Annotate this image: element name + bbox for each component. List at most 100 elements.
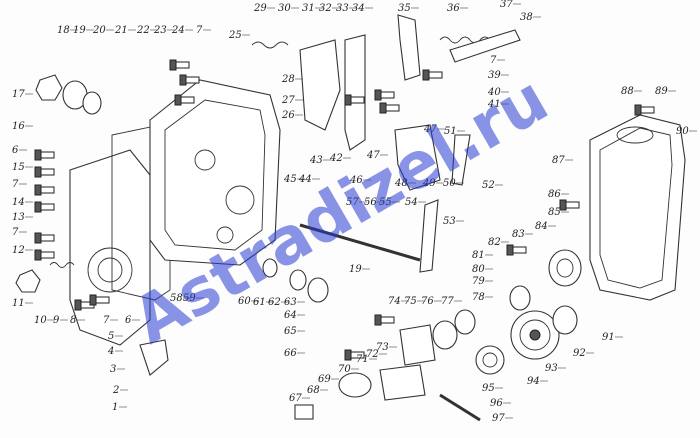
nut-11	[15, 269, 41, 293]
bolt-head	[169, 59, 177, 71]
bolt	[39, 251, 55, 259]
callout-label: 84	[535, 221, 548, 232]
callout-label: 92	[573, 348, 586, 359]
bolt-head	[179, 74, 187, 86]
callout-label: 79	[472, 276, 485, 287]
callout-label: 26	[281, 110, 295, 121]
callout-label: 62	[268, 297, 281, 308]
bolt	[384, 104, 400, 112]
drive-hub	[552, 305, 578, 335]
bolt-head	[34, 232, 42, 244]
callout-label: 96	[490, 398, 503, 409]
callout-label: 95	[482, 383, 495, 394]
lever-bracket	[299, 39, 341, 131]
callout-label: 73	[376, 342, 389, 353]
callout-label: 7	[12, 179, 19, 190]
callout-label: 71	[356, 354, 369, 365]
callout-label: 47	[366, 150, 380, 161]
bolt	[184, 76, 200, 84]
callout-label: 54	[405, 197, 418, 208]
callout-label: 31	[302, 3, 315, 14]
callout-label: 66	[284, 348, 297, 359]
callout-label: 4	[107, 346, 114, 357]
callout-label: 59	[183, 293, 196, 304]
nut-17	[35, 74, 63, 101]
callout-label: 35	[398, 3, 411, 14]
callout-label: 55	[379, 197, 392, 208]
bolt	[39, 186, 55, 194]
bolt-head	[379, 102, 387, 114]
callout-label: 65	[284, 326, 297, 337]
bolt-head	[506, 244, 514, 256]
callout-label: 32	[319, 3, 332, 14]
callout-label: 19	[349, 264, 362, 275]
callout-label: 47	[423, 124, 437, 135]
callout-label: 12	[12, 245, 25, 256]
bolt-head	[34, 249, 42, 261]
spring-29	[251, 41, 289, 49]
bolt	[427, 71, 443, 79]
seal-ring-64	[307, 277, 329, 303]
callout-label: 44	[298, 174, 312, 185]
callout-label: 61	[253, 297, 266, 308]
bolt	[379, 316, 395, 324]
bolt	[174, 61, 190, 69]
callout-label: 76	[421, 296, 434, 307]
callout-label: 7	[196, 25, 203, 36]
callout-label: 5	[108, 331, 114, 342]
cover-round-port	[87, 247, 133, 293]
callout-label: 13	[12, 212, 25, 223]
callout-label: 20	[92, 25, 106, 36]
callout-label: 40	[487, 87, 501, 98]
seal-ring-63	[289, 269, 307, 291]
spring	[439, 36, 491, 44]
callout-label: 7	[103, 315, 110, 326]
callout-label: 42	[329, 153, 343, 164]
callout-label: 94	[527, 376, 540, 387]
bolt-head	[34, 149, 42, 161]
main-shaft	[299, 223, 421, 262]
callout-label: 78	[472, 292, 485, 303]
callout-label: 70	[338, 364, 351, 375]
callout-label: 48	[394, 178, 408, 189]
callout-label: 21	[114, 25, 128, 36]
callout-label: 7	[490, 55, 497, 66]
callout-label: 23	[153, 25, 167, 36]
callout-label: 33	[336, 3, 349, 14]
callout-label: 88	[621, 86, 634, 97]
rocker-arm	[449, 29, 521, 63]
callout-label: 43	[309, 155, 323, 166]
rear-housing	[589, 114, 686, 301]
pin-97	[439, 393, 481, 422]
shaft-gear	[509, 285, 531, 311]
callout-label: 82	[488, 237, 501, 248]
callout-label: 17	[12, 89, 25, 100]
callout-label: 36	[447, 3, 460, 14]
lever-52	[451, 134, 471, 186]
callout-label: 10	[34, 315, 47, 326]
callout-label: 25	[228, 30, 242, 41]
callout-label: 63	[284, 297, 297, 308]
flange-hub	[548, 249, 582, 287]
bolt-head	[344, 349, 352, 361]
callout-label: 3	[110, 364, 116, 375]
control-lever	[397, 14, 421, 81]
bearing-76	[432, 320, 458, 350]
callout-label: 29	[253, 3, 267, 14]
bolt	[564, 201, 580, 209]
bolt	[179, 96, 195, 104]
callout-label: 67	[289, 393, 302, 404]
callout-label: 77	[441, 296, 454, 307]
callout-label: 97	[492, 413, 505, 424]
ring-19	[82, 91, 102, 115]
callout-label: 24	[171, 25, 185, 36]
callout-label: 22	[136, 25, 150, 36]
bearing-block	[399, 324, 436, 366]
callout-label: 30	[278, 3, 291, 14]
callout-label: 85	[548, 207, 561, 218]
callout-label: 34	[352, 3, 365, 14]
bolt-head	[422, 69, 430, 81]
